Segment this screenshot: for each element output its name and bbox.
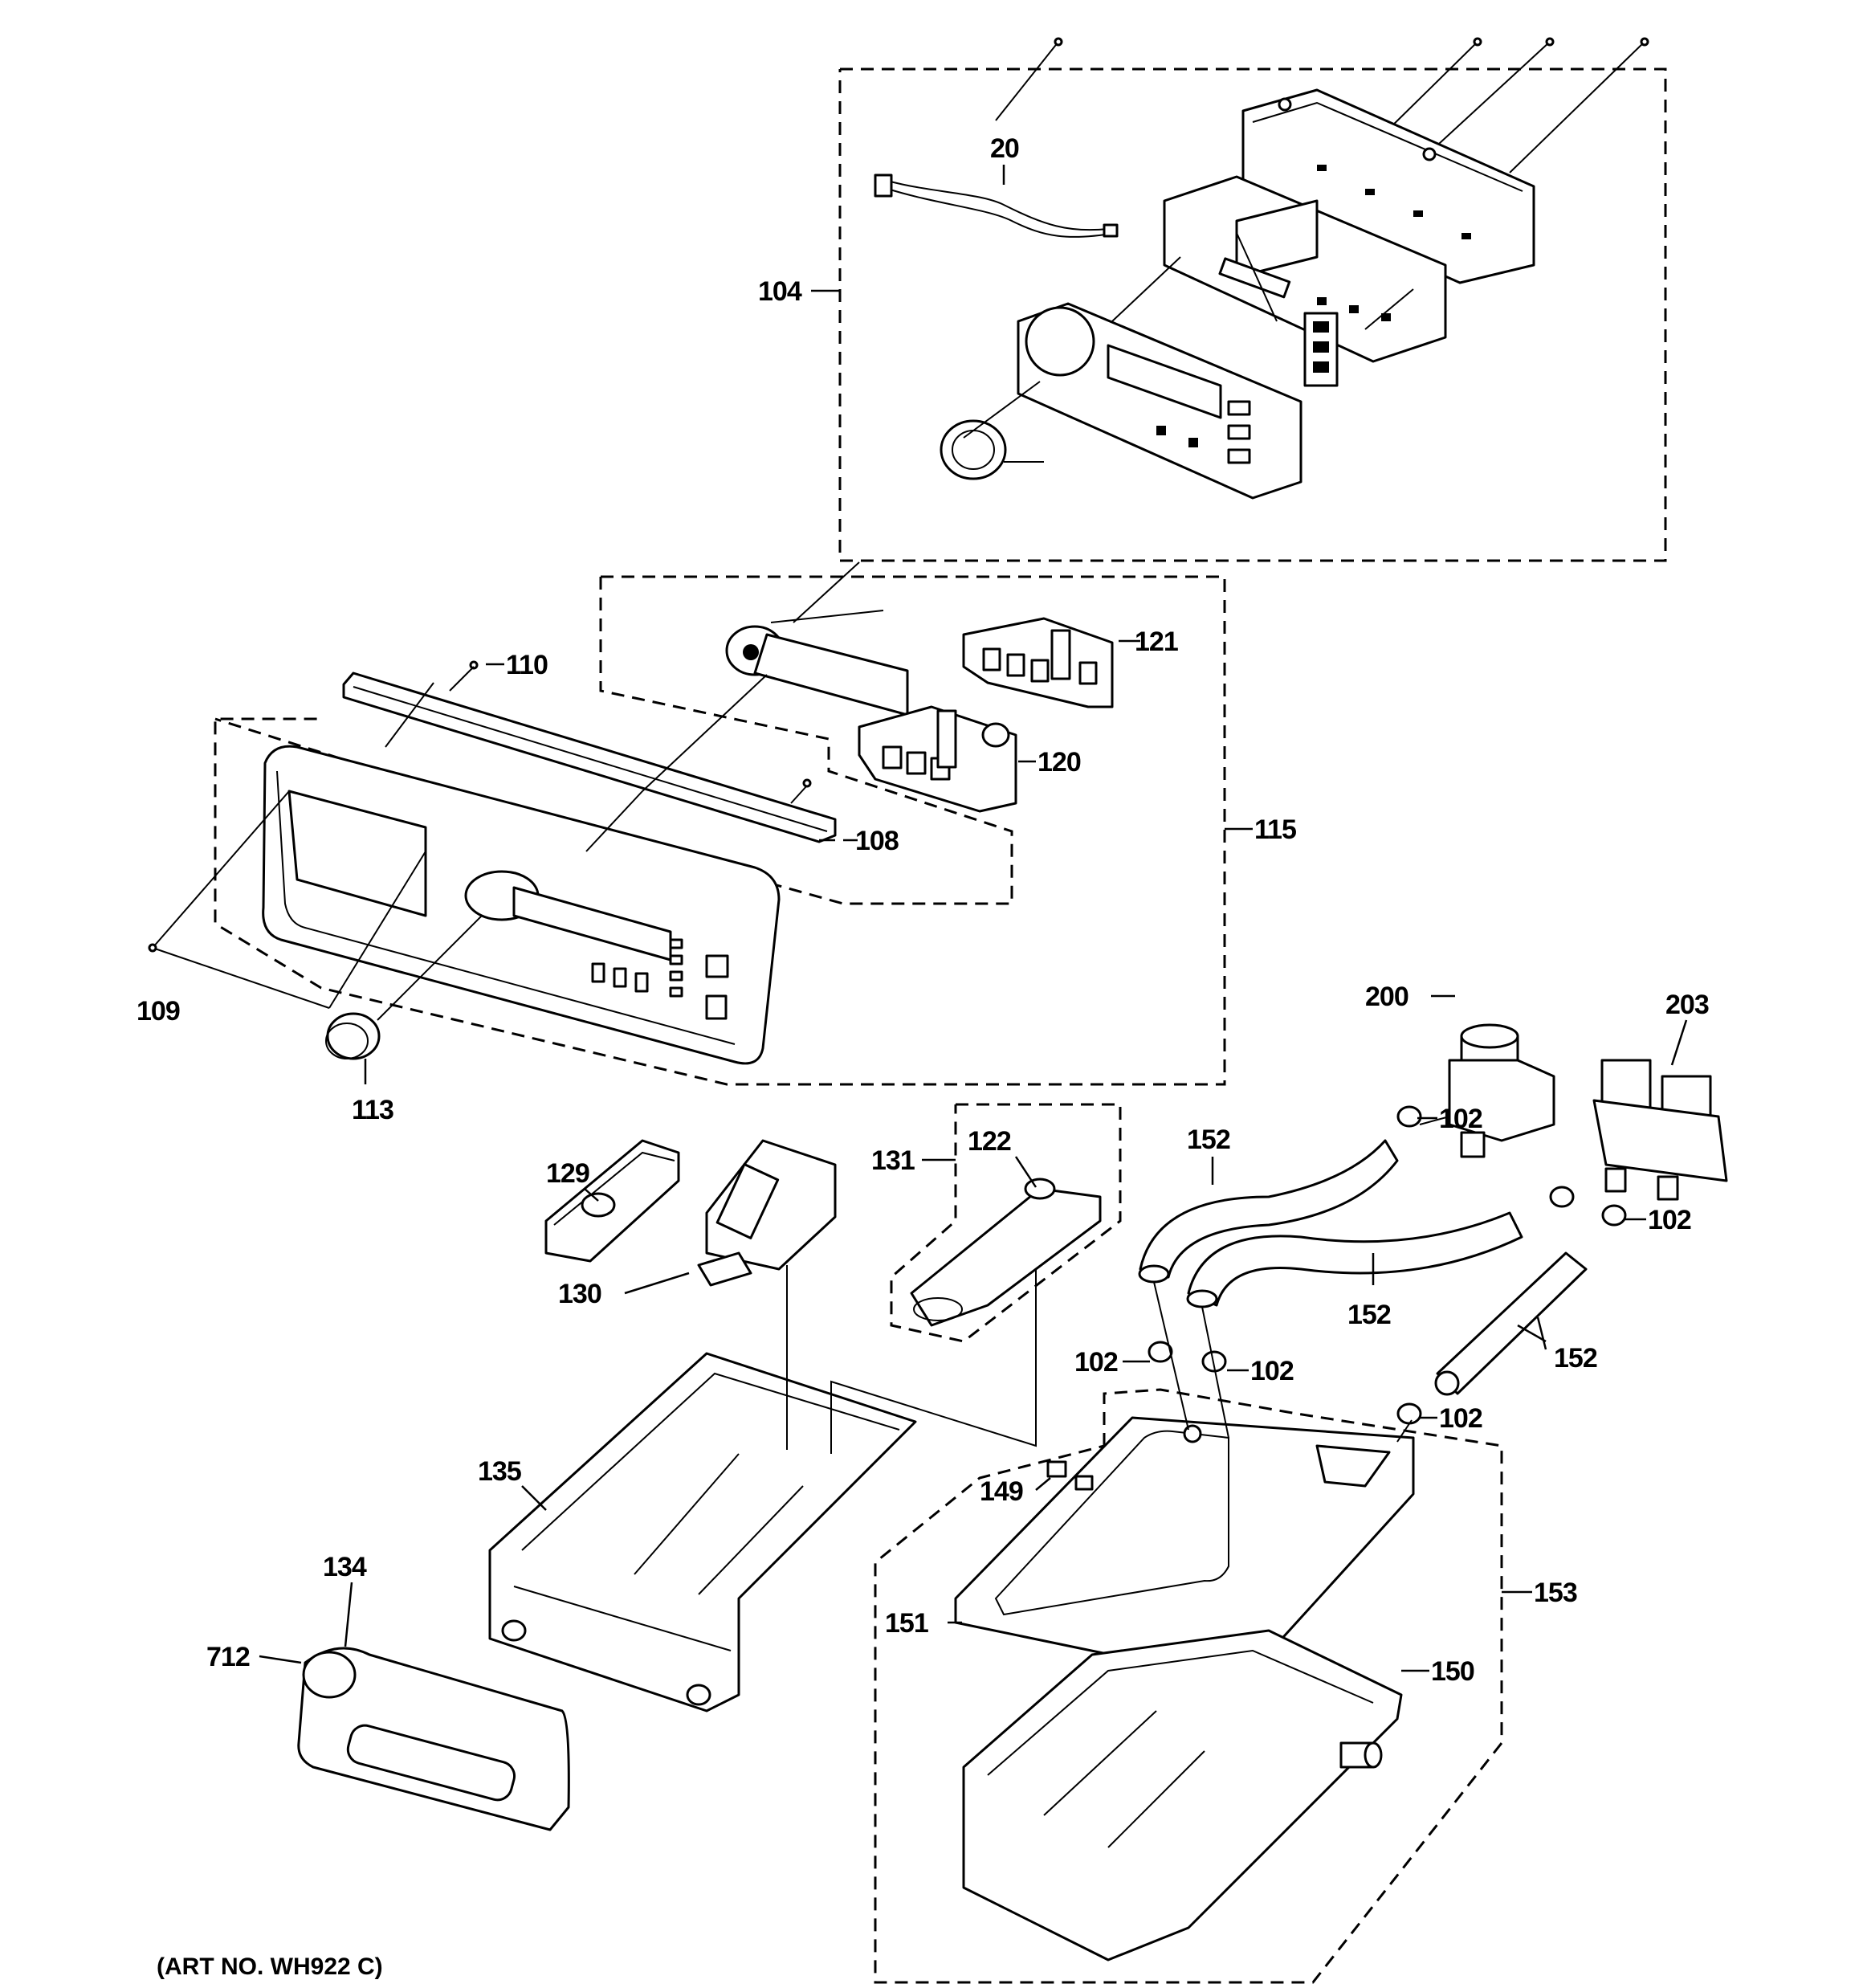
dispenser-leaders (786, 1265, 1037, 1454)
clip-149-part (1046, 1460, 1094, 1491)
label-131: 131 (871, 1145, 915, 1176)
label-102b: 102 (1648, 1205, 1691, 1235)
label-152b: 152 (1347, 1300, 1391, 1330)
knob-113-part (325, 1012, 381, 1060)
knob-encoder-part (940, 419, 1044, 480)
cup-129-part (544, 1139, 680, 1263)
label-151: 151 (885, 1608, 928, 1639)
label-120: 120 (1037, 747, 1081, 778)
group-153-boundary (874, 1388, 1503, 1984)
label-200: 200 (1365, 982, 1408, 1012)
label-104: 104 (758, 276, 802, 307)
console-panel-part (262, 745, 781, 1065)
label-109: 109 (137, 996, 180, 1027)
label-108: 108 (855, 826, 899, 856)
group-104-boundary (838, 67, 1667, 562)
housing-cover-151-part (954, 1416, 1415, 1672)
hose-leaders (1153, 1116, 1450, 1443)
group-131-boundary (890, 1103, 1122, 1343)
hose-152-set (1138, 1139, 1588, 1396)
label-121: 121 (1135, 627, 1178, 657)
board-120-part (858, 705, 1017, 813)
label-102d: 102 (1250, 1356, 1294, 1386)
cup-122-part (910, 1178, 1102, 1327)
label-135: 135 (478, 1456, 521, 1487)
group-104-leaders (963, 232, 1414, 439)
label-712: 712 (206, 1642, 250, 1672)
bracket-110-part (342, 660, 837, 843)
label-152a: 152 (1187, 1125, 1230, 1155)
label-150: 150 (1431, 1656, 1474, 1687)
valve-203-part (1592, 1059, 1728, 1201)
board-121-part (962, 617, 1114, 708)
label-203: 203 (1665, 990, 1709, 1020)
label-122: 122 (968, 1126, 1011, 1157)
label-113: 113 (352, 1095, 393, 1125)
group-115-leaders (152, 561, 860, 1021)
label-153: 153 (1534, 1578, 1577, 1608)
group-115-boundary (214, 575, 1226, 1086)
label-134: 134 (323, 1552, 367, 1582)
art-number: (ART NO. WH922 C) (157, 1953, 383, 1980)
callout-leaders (259, 165, 1688, 1672)
label-149: 149 (980, 1476, 1023, 1507)
label-110: 110 (506, 650, 548, 680)
ui-board-part (1017, 302, 1302, 500)
label-129: 129 (546, 1158, 589, 1189)
label-115: 115 (1254, 814, 1296, 845)
label-20: 20 (990, 133, 1019, 164)
clamp-102-set (1148, 1105, 1627, 1425)
label-102e: 102 (1439, 1403, 1482, 1434)
knob-assembly-part (725, 610, 909, 716)
label-130: 130 (558, 1279, 601, 1309)
dispenser-tray-part (488, 1352, 917, 1712)
screw-set-top (995, 37, 1649, 173)
drawer-front-part (297, 1647, 570, 1831)
callout-labels: 20 104 110 121 120 108 115 109 113 200 2… (137, 133, 1710, 1980)
wire-harness-part (874, 173, 1119, 238)
main-control-board-part (1163, 175, 1447, 387)
housing-150-part (962, 1629, 1403, 1961)
cup-130-part (697, 1139, 837, 1287)
label-102a: 102 (1439, 1104, 1482, 1134)
valve-200-part (1448, 1023, 1555, 1158)
label-152c: 152 (1554, 1343, 1597, 1374)
label-102c: 102 (1074, 1347, 1118, 1378)
